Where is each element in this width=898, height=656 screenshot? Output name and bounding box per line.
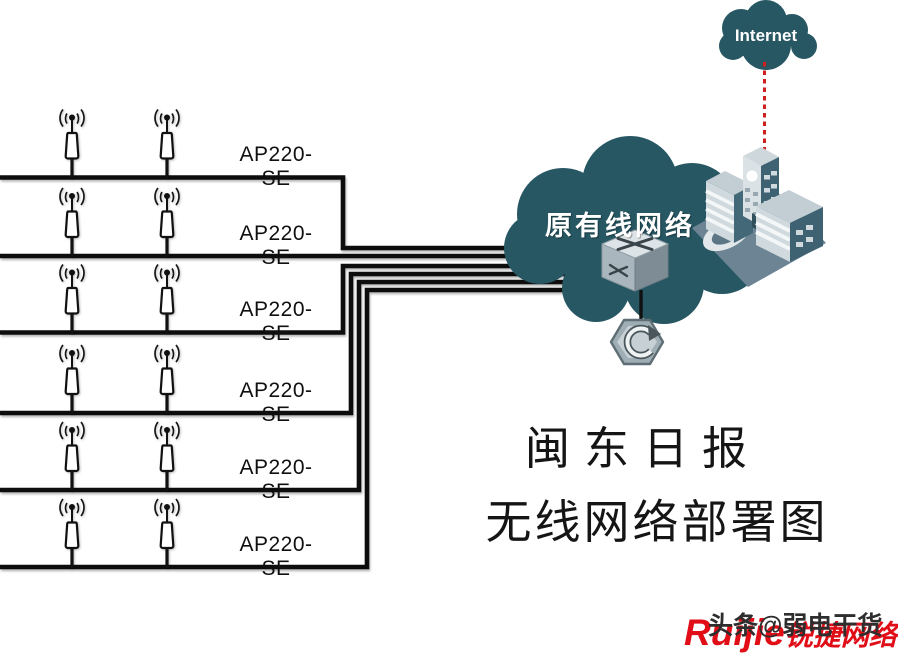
antenna-icon [153,107,181,179]
antenna-icon [153,497,181,568]
router-icon [609,318,665,366]
antenna-icon [58,186,86,257]
ruijie-brand-logo: Ruijie锐捷网络 [684,612,897,654]
cable-row-4 [0,271,579,416]
ap-row-label: AP220-SE [239,533,313,580]
antenna-icon [153,186,181,257]
cable-runs [0,175,599,570]
internet-cloud [719,0,817,70]
antenna-icon [153,420,181,491]
ap-row-label: AP220-SE [239,456,313,503]
antenna-icon [58,497,86,568]
internet-cloud-label: Internet [734,26,798,45]
antenna-icon [58,343,86,414]
antenna-icon [153,262,181,334]
cable-row-1 [0,175,537,251]
wired-cloud-label: 原有线网络 [545,211,695,241]
antenna-icon [58,420,86,491]
diagram-title-line2: 无线网络部署图 [485,495,829,549]
ap-row-label: AP220-SE [239,222,313,269]
cable-row-6 [0,287,599,570]
ap-row-label: AP220-SE [239,379,313,426]
diagram-title-line1: 闽东日报 [524,422,761,475]
antenna-icon [58,107,86,179]
cable-row-5 [0,279,591,493]
cable-row-3 [0,263,566,335]
campus-building-illustration [692,147,826,287]
brand-logo-en: Ruijie [684,612,785,653]
antenna-icon [153,343,181,414]
antenna-icon [58,262,86,334]
ap-row-label: AP220-SE [239,298,313,345]
brand-logo-cn: 锐捷网络 [784,620,897,651]
watermark-text: 头条@弱电干货 [708,612,883,640]
switch-icon [601,229,669,292]
ap-row-label: AP220-SE [239,143,313,190]
